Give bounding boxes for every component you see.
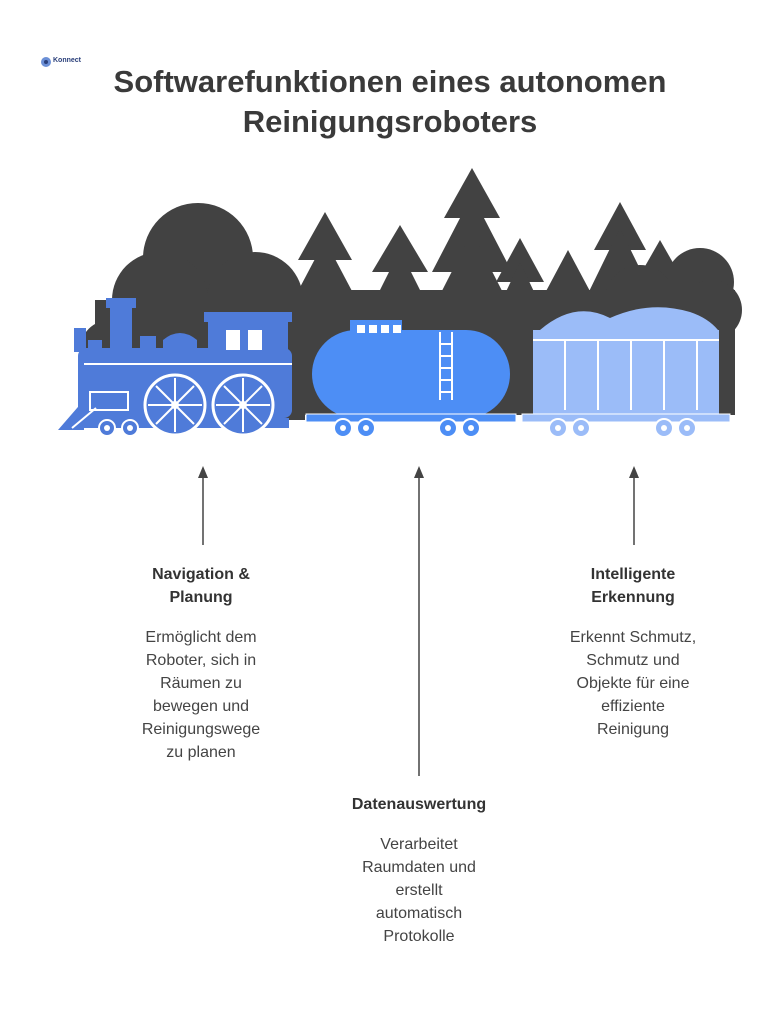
locomotive-details [71,330,292,429]
feature-erkennung: Intelligente Erkennung Erkennt Schmutz, … [533,563,733,741]
text-line: Reinigung [596,721,670,738]
text-line: Objekte für eine [576,675,690,692]
feature-description: Erkennt Schmutz, Schmutz und Objekte für… [533,626,733,741]
feature-datenauswertung: Datenauswertung Verarbeitet Raumdaten un… [318,793,520,948]
text-line: Roboter, sich in [145,652,257,669]
text-line: automatisch [375,905,463,922]
title-line-2: Reinigungsroboters [242,104,538,139]
text-line: bewegen und [152,698,250,715]
heading-line: Datenauswertung [351,796,487,813]
arrow-erkennung [629,466,639,545]
text-line: effiziente [601,698,665,715]
heading-line: Intelligente [590,566,676,583]
text-line: Verarbeitet [380,836,458,853]
feature-description: Ermöglicht dem Roboter, sich in Räumen z… [112,626,290,764]
text-line: erstellt [395,882,443,899]
hopper-car [521,307,731,423]
text-line: Schmutz und [586,652,680,669]
feature-navigation: Navigation & Planung Ermöglicht dem Robo… [112,563,290,764]
text-line: Raumdaten und [362,859,476,876]
text-line: Räumen zu [160,675,242,692]
text-line: Erkennt Schmutz, [569,629,697,646]
text-line: zu planen [166,744,236,761]
logo-icon [41,57,51,67]
page-title: Softwarefunktionen eines autonomen Reini… [60,62,720,142]
hopper-car-wheels [548,418,697,438]
title-line-1: Softwarefunktionen eines autonomen [113,64,667,99]
feature-heading: Intelligente Erkennung [533,563,733,609]
logo: Konnect [40,56,81,70]
feature-heading: Navigation & Planung [112,563,290,609]
locomotive-wheels [98,373,275,437]
tank-car [305,320,517,423]
tank-car-wheels [333,418,481,438]
heading-line: Erkennung [591,589,675,606]
heading-line: Navigation & [152,566,250,583]
text-line: Ermöglicht dem [145,629,257,646]
text-line: Protokolle [383,928,455,945]
arrow-navigation [198,466,208,545]
feature-heading: Datenauswertung [318,793,520,816]
text-line: Reinigungswege [141,721,261,738]
heading-line: Planung [169,589,233,606]
feature-description: Verarbeitet Raumdaten und erstellt autom… [318,833,520,948]
logo-text: Konnect [53,57,81,64]
arrow-datenauswertung [414,466,424,776]
